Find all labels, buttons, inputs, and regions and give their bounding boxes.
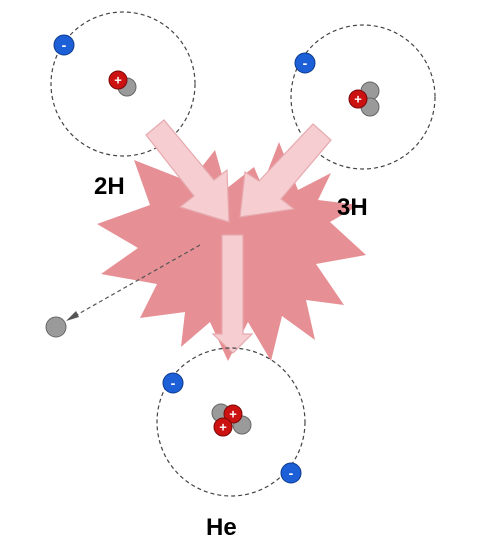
helium-proton: + bbox=[213, 417, 233, 437]
helium-label: He bbox=[206, 514, 237, 541]
helium-proton: + bbox=[223, 404, 243, 424]
arrow-fusion-to-helium bbox=[211, 234, 254, 354]
tritium-atom: + - bbox=[290, 24, 436, 170]
deuterium-label: 2H bbox=[94, 173, 125, 200]
electron-sign: - bbox=[289, 465, 294, 481]
deuterium-orbit bbox=[50, 11, 196, 157]
tritium-label: 3H bbox=[337, 194, 368, 221]
deuterium-electron: - bbox=[53, 34, 75, 56]
helium-electron: - bbox=[162, 372, 184, 394]
proton-sign: + bbox=[354, 92, 362, 107]
neutron-trajectory-line bbox=[65, 244, 201, 322]
electron-sign: - bbox=[303, 55, 308, 71]
ejected-neutron bbox=[45, 316, 67, 338]
proton-sign: + bbox=[229, 407, 237, 422]
helium-orbit bbox=[156, 347, 306, 497]
proton-sign: + bbox=[219, 420, 227, 435]
proton-sign: + bbox=[114, 73, 122, 88]
neutron-trajectory-arrowhead bbox=[66, 311, 79, 321]
tritium-orbit bbox=[290, 24, 436, 170]
electron-sign: - bbox=[171, 375, 176, 391]
tritium-proton: + bbox=[348, 89, 368, 109]
electron-sign: - bbox=[62, 37, 67, 53]
deuterium-atom: + - bbox=[50, 11, 196, 157]
arrow-deuterium-to-fusion bbox=[145, 119, 230, 223]
tritium-electron: - bbox=[294, 52, 316, 74]
deuterium-proton: + bbox=[108, 70, 128, 90]
helium-atom: + + - - bbox=[156, 347, 306, 497]
helium-electron: - bbox=[280, 462, 302, 484]
arrow-tritium-to-fusion bbox=[239, 123, 332, 218]
